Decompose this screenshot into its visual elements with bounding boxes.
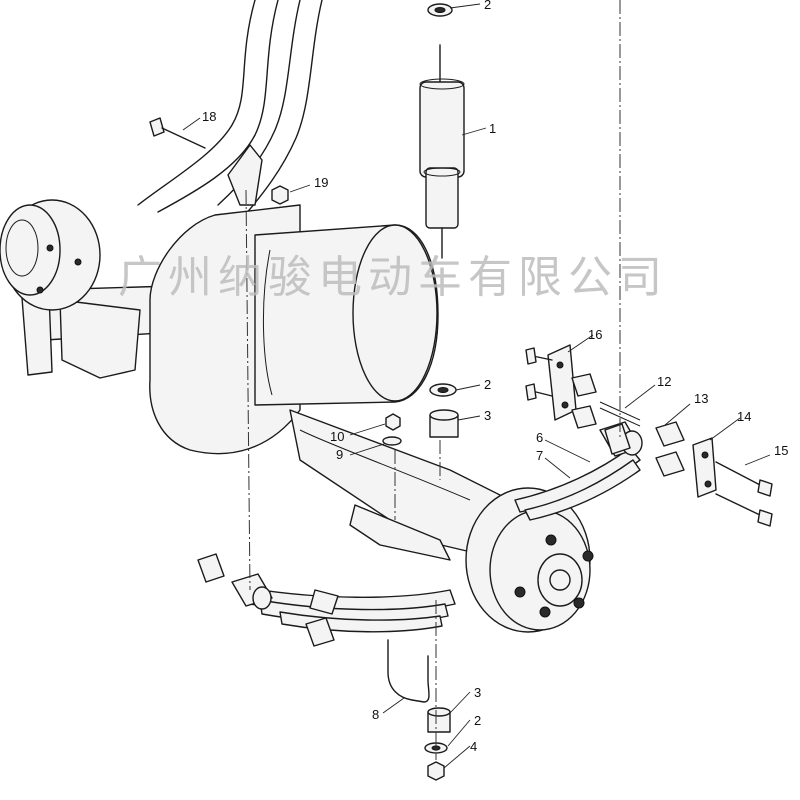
nut-10 <box>385 413 401 431</box>
leaf-spring-lower <box>231 573 456 633</box>
bolts-16-left <box>525 347 553 401</box>
shackle-bushings <box>571 373 631 455</box>
watermark-text: 广州纳骏电动车有限公司 <box>118 252 668 303</box>
callout-2-bot: 2 <box>474 713 481 728</box>
callout-2-mid: 2 <box>484 377 491 392</box>
shackle-plate-14 <box>692 437 717 498</box>
callout-12: 12 <box>657 374 671 389</box>
wheel-studs <box>514 534 594 618</box>
left-spring-bushings <box>197 553 335 647</box>
callout-8: 8 <box>372 707 379 722</box>
leader-lines <box>182 3 771 769</box>
callout-19: 19 <box>314 175 328 190</box>
callout-4: 4 <box>470 739 477 754</box>
shackle-plate-16 <box>547 344 577 421</box>
centerlines <box>245 0 621 760</box>
shackle-pin-12 <box>599 401 641 427</box>
rubber-bushing-bottom <box>427 707 451 733</box>
nut-bottom <box>427 761 445 781</box>
washer-mid <box>429 383 457 397</box>
bolt-18 <box>149 117 206 149</box>
callout-6: 6 <box>536 430 543 445</box>
washer-9 <box>382 436 402 446</box>
callout-10: 10 <box>330 429 344 444</box>
callout-labels: 2 1 18 19 16 12 13 14 15 2 3 10 9 6 7 8 … <box>202 0 788 754</box>
nut-19 <box>271 185 289 205</box>
callout-1: 1 <box>489 121 496 136</box>
callout-18: 18 <box>202 109 216 124</box>
rubber-bushing-mid <box>429 409 459 438</box>
callout-7: 7 <box>536 448 543 463</box>
right-brake-drum <box>465 487 594 633</box>
axle-housing <box>19 204 521 561</box>
callout-16: 16 <box>588 327 602 342</box>
callout-2-top: 2 <box>484 0 491 12</box>
callout-14: 14 <box>737 409 751 424</box>
washer-top <box>427 3 453 17</box>
callout-3-mid: 3 <box>484 408 491 423</box>
callout-15: 15 <box>774 443 788 458</box>
u-bolt <box>387 639 430 703</box>
frame-rail <box>137 0 323 216</box>
bushing-13 <box>655 421 685 477</box>
callout-9: 9 <box>336 447 343 462</box>
bolts-15 <box>715 461 773 527</box>
left-brake-drum <box>0 199 101 311</box>
callout-3-bot: 3 <box>474 685 481 700</box>
shock-absorber <box>419 44 465 259</box>
callout-13: 13 <box>694 391 708 406</box>
frame-bracket <box>227 144 263 206</box>
